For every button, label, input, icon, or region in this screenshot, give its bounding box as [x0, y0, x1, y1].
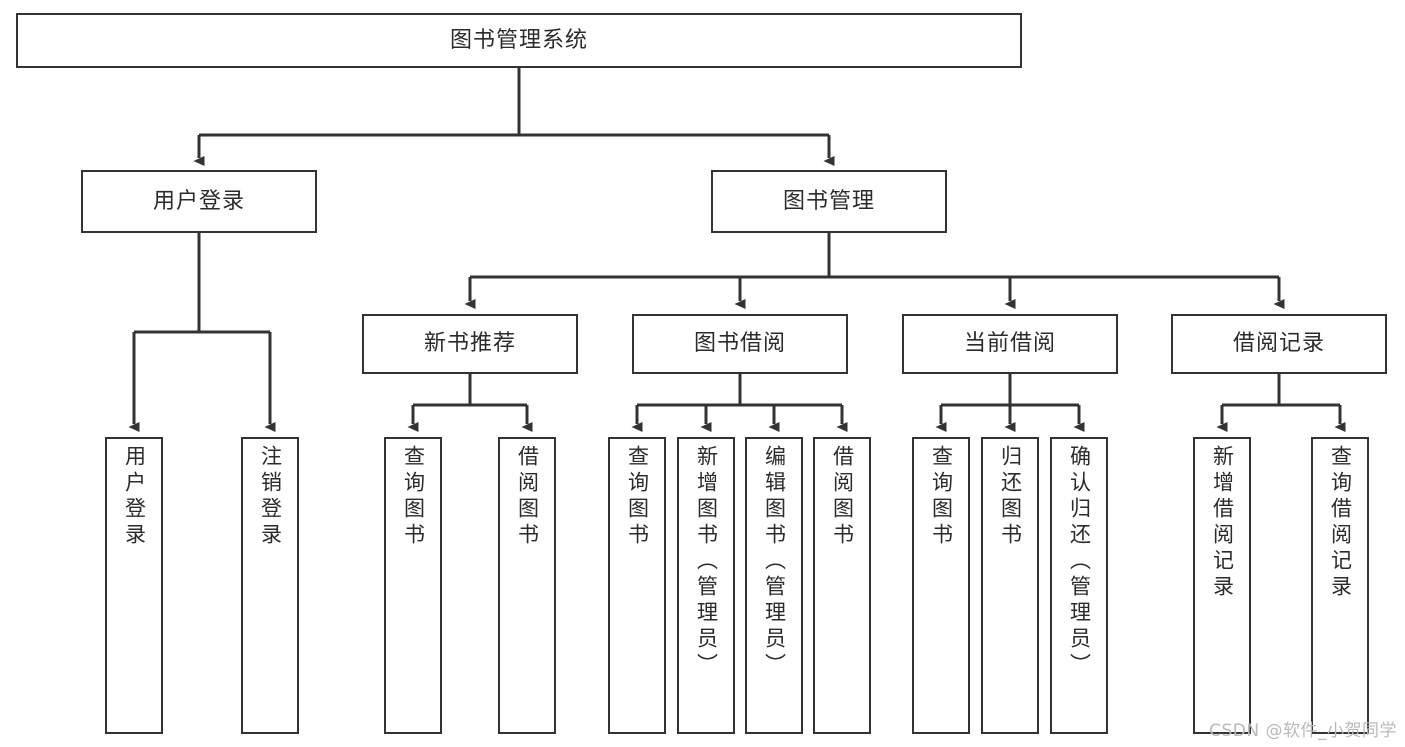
watermark-text: CSDN @软件_小贺同学	[1209, 721, 1397, 741]
node-book-borrow-label: 图书借阅	[693, 331, 786, 357]
leaf-query-record-label: 查询借阅记录	[1328, 445, 1353, 601]
leaf-borrow-book-2[interactable]: 借阅图书	[813, 437, 871, 734]
leaf-return-book[interactable]: 归还图书	[981, 437, 1039, 734]
node-root-label: 图书管理系统	[449, 27, 588, 53]
leaf-borrow-book-1[interactable]: 借阅图书	[498, 437, 556, 734]
node-new-book-rec-label: 新书推荐	[423, 331, 516, 357]
node-borrow-record-label: 借阅记录	[1232, 331, 1325, 357]
leaf-query-book-2[interactable]: 查询图书	[608, 437, 666, 734]
leaf-add-record-label: 新增借阅记录	[1210, 445, 1235, 601]
leaf-query-book-3-label: 查询图书	[929, 445, 954, 549]
leaf-user-login[interactable]: 用户登录	[105, 437, 163, 734]
node-current-borrow-label: 当前借阅	[963, 331, 1056, 357]
node-book-manage-label: 图书管理	[782, 188, 875, 214]
leaf-query-record[interactable]: 查询借阅记录	[1311, 437, 1369, 734]
leaf-query-book-3[interactable]: 查询图书	[912, 437, 970, 734]
leaf-borrow-book-1-label: 借阅图书	[515, 445, 540, 549]
leaf-add-record[interactable]: 新增借阅记录	[1193, 437, 1251, 734]
node-book-borrow[interactable]: 图书借阅	[632, 314, 848, 374]
leaf-add-book-label: 新增图书（管理员）	[694, 445, 719, 679]
node-current-borrow[interactable]: 当前借阅	[902, 314, 1118, 374]
leaf-edit-book-label: 编辑图书（管理员）	[762, 445, 787, 679]
node-book-manage[interactable]: 图书管理	[711, 170, 947, 233]
leaf-logout[interactable]: 注销登录	[241, 437, 299, 734]
leaf-add-book[interactable]: 新增图书（管理员）	[677, 437, 735, 734]
leaf-confirm-return[interactable]: 确认归还（管理员）	[1050, 437, 1108, 734]
leaf-edit-book[interactable]: 编辑图书（管理员）	[745, 437, 803, 734]
leaf-query-book-1[interactable]: 查询图书	[384, 437, 442, 734]
node-user-login[interactable]: 用户登录	[81, 170, 317, 233]
leaf-user-login-label: 用户登录	[122, 445, 147, 549]
leaf-query-book-1-label: 查询图书	[401, 445, 426, 549]
leaf-return-book-label: 归还图书	[998, 445, 1023, 549]
leaf-confirm-return-label: 确认归还（管理员）	[1067, 445, 1092, 679]
node-new-book-rec[interactable]: 新书推荐	[362, 314, 578, 374]
leaf-borrow-book-2-label: 借阅图书	[830, 445, 855, 549]
node-user-login-label: 用户登录	[152, 188, 245, 214]
leaf-query-book-2-label: 查询图书	[625, 445, 650, 549]
leaf-logout-label: 注销登录	[258, 445, 283, 549]
node-root[interactable]: 图书管理系统	[16, 13, 1022, 68]
node-borrow-record[interactable]: 借阅记录	[1171, 314, 1387, 374]
